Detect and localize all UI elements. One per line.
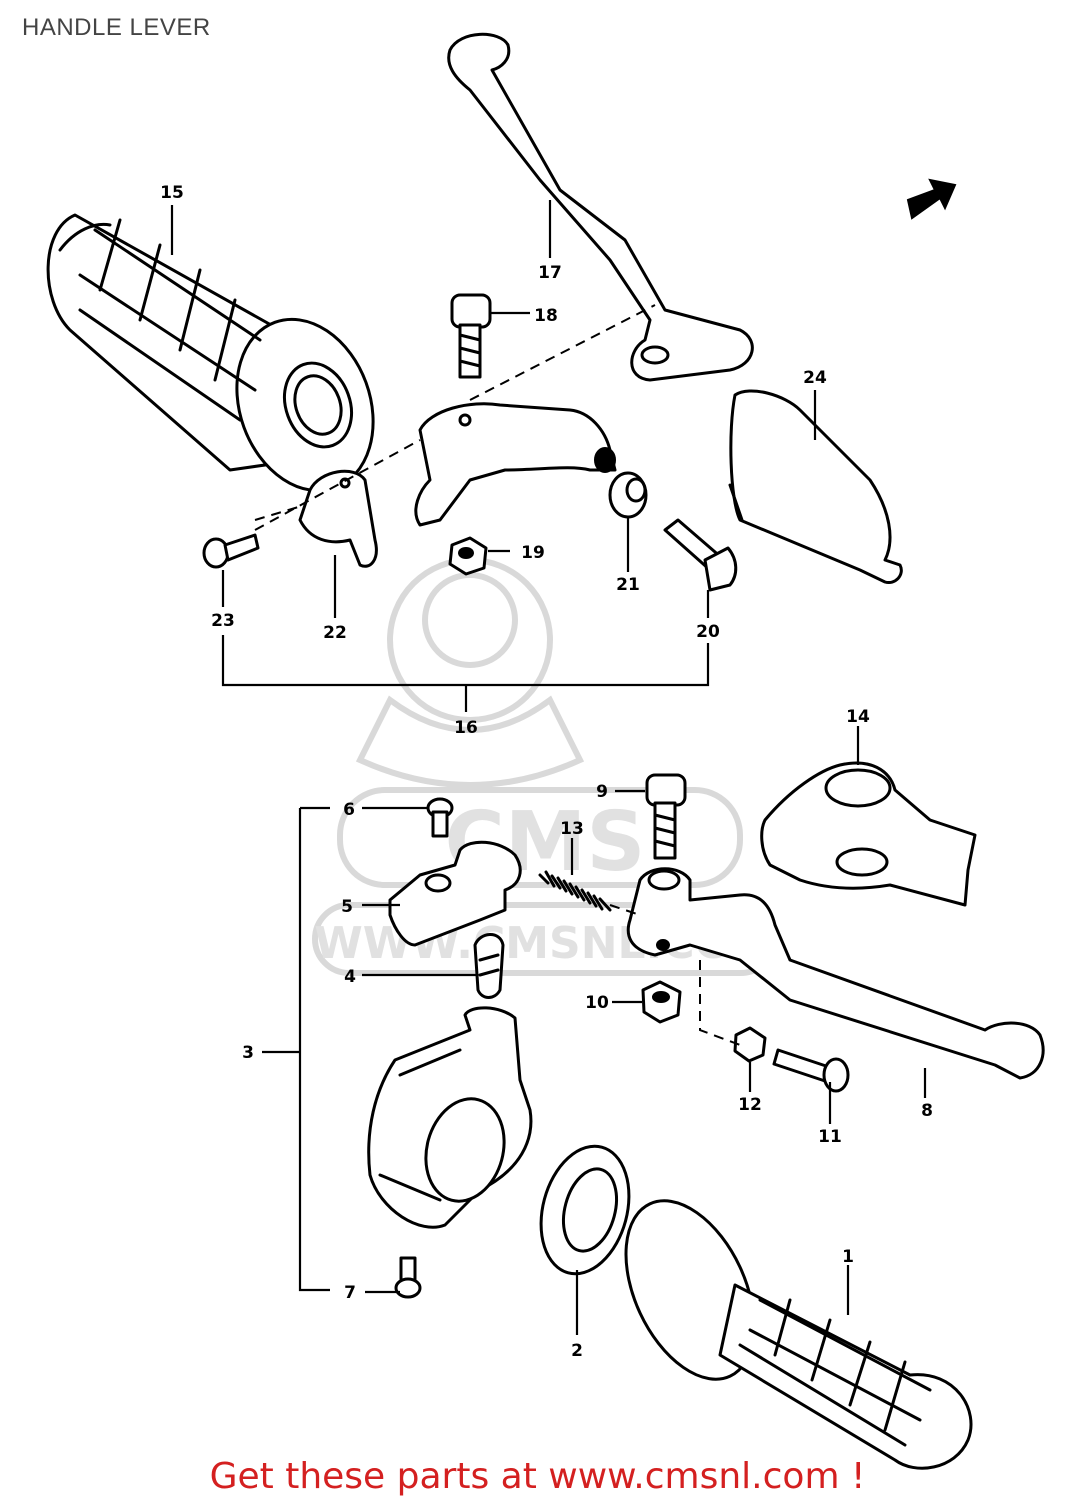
callout-4: 4 [344, 967, 356, 987]
screw-part-23 [202, 533, 260, 569]
callout-labels: 15 17 18 24 19 21 20 22 23 16 14 9 6 13 … [160, 183, 933, 1361]
callout-17: 17 [538, 263, 562, 283]
screw-part-6 [426, 797, 454, 838]
callout-1: 1 [842, 1247, 854, 1267]
callout-12: 12 [738, 1095, 762, 1115]
callout-8: 8 [921, 1101, 933, 1121]
callout-19: 19 [521, 543, 545, 563]
assembly-lines [254, 304, 741, 1046]
footer-link[interactable]: Get these parts at www.cmsnl.com ! [209, 1456, 866, 1497]
callout-24: 24 [803, 368, 827, 388]
callout-15: 15 [160, 183, 184, 203]
bolt-part-18 [450, 293, 492, 379]
callout-7: 7 [344, 1283, 356, 1303]
callout-16: 16 [454, 718, 478, 738]
grip-right-part-1 [624, 1199, 973, 1470]
spring-part-13 [538, 870, 612, 912]
lever-housing-part-3 [367, 1006, 533, 1229]
callout-23: 23 [211, 611, 235, 631]
bolt-part-11 [772, 1048, 850, 1093]
callout-14: 14 [846, 707, 870, 727]
callout-2: 2 [571, 1341, 583, 1361]
callout-9: 9 [596, 782, 608, 802]
bolt-part-20 [663, 518, 738, 592]
screw-part-7 [394, 1256, 422, 1299]
clip-part-4 [473, 933, 505, 999]
pivot-bolt-part-9 [645, 773, 687, 860]
lever-cover-part-14 [760, 761, 977, 907]
watermark: CMS WWW.CMSNL.COM [312, 557, 778, 976]
nut-part-19 [448, 536, 488, 576]
callout-18: 18 [534, 306, 558, 326]
callout-20: 20 [696, 622, 720, 642]
leader-lines [170, 200, 927, 1335]
callout-3: 3 [242, 1043, 254, 1063]
brake-lever-part-8 [626, 867, 1045, 1080]
clutch-lever-part-17 [447, 32, 754, 382]
lever-cover-part-24 [728, 389, 903, 585]
callout-22: 22 [323, 623, 347, 643]
washer-part-21 [608, 471, 648, 519]
callout-5: 5 [341, 897, 353, 917]
nut-part-10 [641, 980, 682, 1024]
direction-arrow-icon [906, 178, 957, 220]
callout-11: 11 [818, 1127, 842, 1147]
callout-6: 6 [343, 800, 355, 820]
nut-part-12 [733, 1026, 767, 1063]
callout-21: 21 [616, 575, 640, 595]
bracket-part-5 [388, 840, 522, 947]
page-title: HANDLE LEVER [22, 14, 211, 41]
callout-10: 10 [585, 993, 609, 1013]
callout-13: 13 [560, 819, 584, 839]
collar-part-2 [539, 1144, 631, 1276]
grip-left-part-15 [46, 213, 375, 493]
lever-holder [414, 402, 617, 527]
